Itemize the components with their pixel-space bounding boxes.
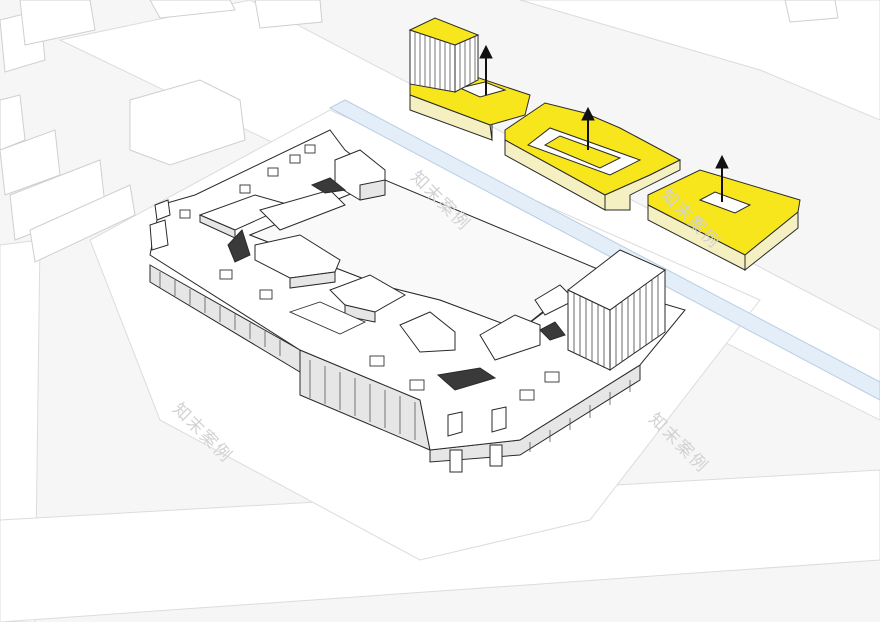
courtyard-1 [458, 81, 507, 98]
corner-tower [491, 406, 507, 433]
context-block [0, 94, 26, 151]
pilotis [489, 444, 503, 467]
stepped-block-side [359, 179, 386, 201]
void-opening [310, 177, 347, 194]
road-upper-right [519, 0, 880, 121]
raised-block [289, 271, 336, 289]
highlighted-blocks [408, 17, 801, 272]
tower-1-stripes [414, 32, 476, 91]
main-complex [149, 129, 686, 473]
context-block [19, 0, 96, 46]
void-opening [227, 229, 251, 263]
up-arrows [479, 44, 729, 202]
corner-tower [149, 219, 169, 251]
context-block [149, 0, 236, 19]
context-block [129, 79, 246, 166]
raised-block [259, 189, 346, 231]
raised-block [399, 311, 456, 353]
raised-block [329, 274, 407, 313]
context-buildings [0, 0, 839, 263]
up-arrow-2-head [581, 106, 595, 121]
up-arrow-3-head [715, 154, 729, 169]
podium-facade-hatching [159, 272, 631, 452]
river-channel [328, 99, 880, 401]
corner-tower [447, 411, 463, 437]
pilotis [449, 449, 463, 473]
corner-tower [154, 199, 171, 221]
void-opening [436, 367, 497, 391]
context-block [784, 0, 839, 23]
main-tower-top [567, 249, 666, 311]
main-tower-stripes [573, 275, 659, 368]
up-arrow-1-head [479, 44, 493, 59]
void-opening [539, 321, 566, 341]
skylights [179, 144, 560, 401]
raised-block [344, 304, 376, 323]
highlight-block-2-side [604, 159, 681, 211]
courtyard-3 [698, 191, 752, 214]
highlight-block-1-front [409, 94, 493, 141]
courtyard-2-inner [543, 135, 622, 169]
raised-block [479, 314, 541, 361]
context-block [254, 0, 323, 29]
context-block [0, 129, 61, 196]
highlight-block-3-side [744, 210, 799, 272]
context-block [29, 184, 136, 263]
